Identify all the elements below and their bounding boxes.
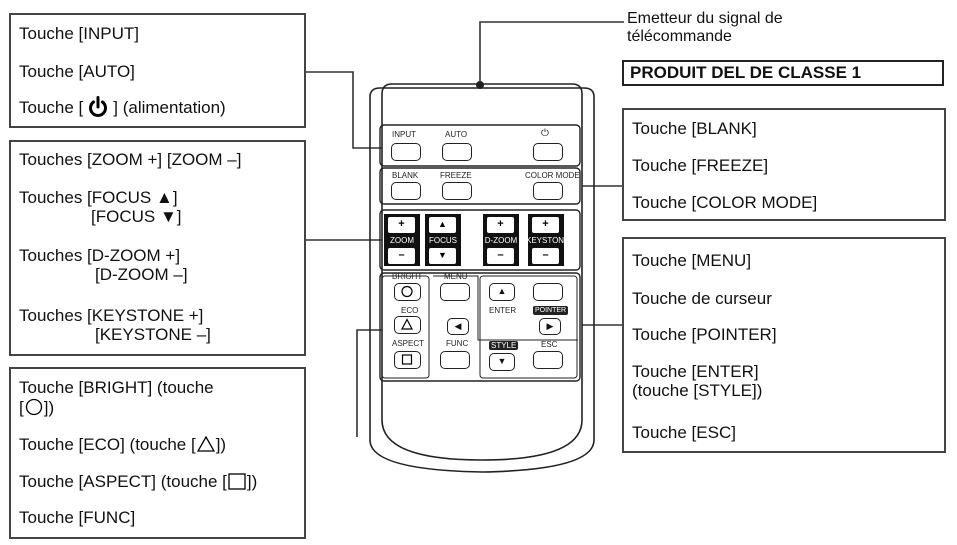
remote-zoom-minus-button[interactable]: – (388, 248, 415, 264)
remote-menu-button[interactable] (440, 283, 470, 301)
label-box-blank: Touche [BLANK] Touche [FREEZE] Touche [C… (622, 108, 946, 221)
remote-blank-button[interactable] (391, 182, 421, 200)
remote-label-pointer: POINTER (533, 306, 569, 315)
remote-esc-button[interactable] (533, 351, 563, 369)
label-dzoom-plus: Touches [D-ZOOM +] (19, 246, 181, 265)
label-keystone-plus: Touches [KEYSTONE +] (19, 306, 204, 325)
remote-label-enter: ENTER (489, 306, 517, 315)
remote-label-func: FUNC (446, 339, 469, 348)
remote-label-focus: FOCUS (429, 236, 457, 245)
label-power-pre: Touche [ (19, 98, 84, 117)
circle-icon (401, 285, 413, 298)
triangle-icon (401, 318, 413, 330)
label-bright-key: []) (19, 398, 54, 417)
square-icon (401, 354, 413, 365)
remote-cursor-down-button[interactable]: ▼ (489, 353, 515, 371)
label-eco-pre: Touche [ECO] (touche [ (19, 435, 196, 454)
label-zoom: Touches [ZOOM +] [ZOOM –] (19, 150, 242, 169)
remote-dzoom-plus-button[interactable]: + (487, 217, 514, 233)
remote-label-esc: ESC (541, 340, 558, 349)
label-pointer: Touche [POINTER] (632, 325, 777, 344)
emitter-label: Emetteur du signal de télécommande (627, 10, 783, 46)
label-auto: Touche [AUTO] (19, 62, 135, 81)
remote-label-style: STYLE (489, 341, 519, 350)
label-box-zoom: Touches [ZOOM +] [ZOOM –] Touches [FOCUS… (9, 140, 306, 356)
label-box-menu: Touche [MENU] Touche de curseur Touche [… (622, 237, 946, 453)
label-input: Touche [INPUT] (19, 24, 139, 43)
label-bright-post: ]) (43, 398, 55, 417)
power-icon (89, 95, 108, 117)
remote-keystone-minus-button[interactable]: – (532, 248, 559, 264)
remote-freeze-button[interactable] (442, 182, 472, 200)
remote-cursor-left-button[interactable]: ◀ (447, 318, 469, 335)
circle-icon (25, 398, 42, 416)
label-menu: Touche [MENU] (632, 251, 752, 270)
remote-label-auto: AUTO (445, 130, 468, 139)
label-eco: Touche [ECO] (touche []) (19, 435, 226, 454)
label-box-bright: Touche [BRIGHT] (touche []) Touche [ECO]… (9, 367, 306, 539)
label-focus-up: Touches [FOCUS ▲] (19, 188, 178, 207)
remote-cursor-up-button[interactable]: ▲ (489, 283, 515, 301)
label-keystone-minus: [KEYSTONE –] (95, 325, 211, 344)
remote-label-freeze: FREEZE (440, 171, 472, 180)
remote-label-eco: ECO (401, 306, 419, 315)
label-enter: Touche [ENTER] (632, 362, 759, 381)
remote-label-zoom: ZOOM (390, 236, 414, 245)
label-bright: Touche [BRIGHT] (touche (19, 378, 214, 397)
label-focus-down: [FOCUS ▼] (91, 207, 182, 226)
label-color-mode: Touche [COLOR MODE] (632, 193, 818, 212)
label-aspect: Touche [ASPECT] (touche []) (19, 472, 257, 491)
label-power: Touche [ ] (alimentation) (19, 95, 226, 118)
label-cursor: Touche de curseur (632, 289, 772, 308)
laser-warning: PRODUIT DEL DE CLASSE 1 (622, 60, 944, 86)
remote-auto-button[interactable] (442, 143, 472, 161)
remote-blank-right-button[interactable] (533, 283, 563, 301)
label-eco-post: ]) (215, 435, 227, 454)
remote-power-button[interactable] (533, 143, 563, 161)
remote-label-blank: BLANK (392, 171, 419, 180)
label-power-post: ] (alimentation) (113, 98, 226, 117)
remote-func-button[interactable] (440, 351, 470, 369)
remote-zoom-plus-button[interactable]: + (388, 217, 415, 233)
remote-label-colormode: COLOR MODE (525, 171, 580, 180)
remote-label-keystone: KEYSTONE (526, 236, 570, 245)
remote-label-power: ⏻ (541, 128, 549, 139)
label-box-power: Touche [INPUT] Touche [AUTO] Touche [ ] (… (9, 13, 306, 128)
remote-eco-button[interactable] (394, 316, 421, 334)
label-func: Touche [FUNC] (19, 508, 136, 527)
remote-cursor-right-button[interactable]: ▶ (539, 318, 561, 335)
label-bright-pre: [ (19, 398, 24, 417)
triangle-icon (196, 436, 215, 452)
label-aspect-pre: Touche [ASPECT] (touche [ (19, 472, 227, 491)
remote-input-button[interactable] (391, 143, 421, 161)
label-style: (touche [STYLE]) (632, 381, 763, 400)
remote-dzoom-minus-button[interactable]: – (487, 248, 514, 264)
label-esc: Touche [ESC] (632, 423, 736, 442)
remote-label-dzoom: D-ZOOM (484, 236, 518, 245)
remote-aspect-button[interactable] (394, 351, 421, 369)
square-icon (228, 472, 246, 490)
emitter-line-1: Emetteur du signal de (627, 10, 783, 27)
label-freeze: Touche [FREEZE] (632, 156, 769, 175)
remote-label-bright: BRIGHT (392, 272, 423, 281)
remote-keystone-plus-button[interactable]: + (532, 217, 559, 233)
remote-label-input: INPUT (392, 130, 416, 139)
label-aspect-post: ]) (246, 472, 258, 491)
remote-focus-up-button[interactable]: ▲ (429, 217, 456, 233)
emitter-line-2: télécommande (627, 28, 732, 45)
remote-colormode-button[interactable] (533, 182, 563, 200)
remote-bright-button[interactable] (394, 283, 421, 301)
remote-label-aspect: ASPECT (392, 339, 425, 348)
remote-label-menu: MENU (444, 272, 468, 281)
label-dzoom-minus: [D-ZOOM –] (95, 265, 188, 284)
label-blank: Touche [BLANK] (632, 119, 757, 138)
remote-focus-down-button[interactable]: ▼ (429, 248, 456, 264)
